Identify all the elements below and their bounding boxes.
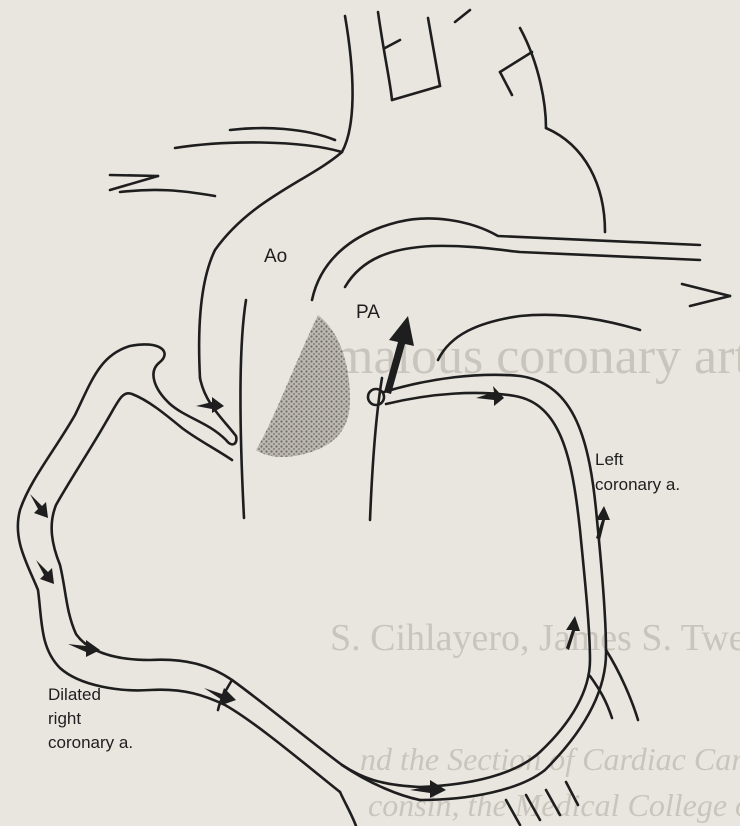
shaded-region	[256, 315, 350, 457]
flow-arrow-6	[30, 494, 48, 518]
flow-arrow-7	[36, 560, 54, 584]
flow-arrow-1	[476, 386, 504, 406]
label-right-coronary-line-1: Dilated	[48, 685, 101, 704]
label-right-coronary: Dilated right coronary a.	[48, 685, 133, 752]
bleed-through-authors: S. Cihlayero, James S. Tweddell	[330, 617, 740, 659]
label-pulmonary-artery: PA	[356, 302, 380, 323]
label-aorta: Ao	[264, 246, 287, 267]
flow-arrow-5	[196, 397, 224, 413]
flow-arrow-10	[490, 404, 510, 406]
label-right-coronary-line-2: right	[48, 709, 81, 728]
bleed-through-affiliation-1: nd the Section of Cardiac Care, Depa	[360, 741, 740, 777]
label-left-coronary: Left coronary a.	[595, 450, 680, 494]
label-right-coronary-line-3: coronary a.	[48, 733, 133, 752]
label-left-coronary-line-1: Left	[595, 450, 624, 469]
left-coronary-origin	[368, 389, 384, 405]
label-left-coronary-line-2: coronary a.	[595, 475, 680, 494]
